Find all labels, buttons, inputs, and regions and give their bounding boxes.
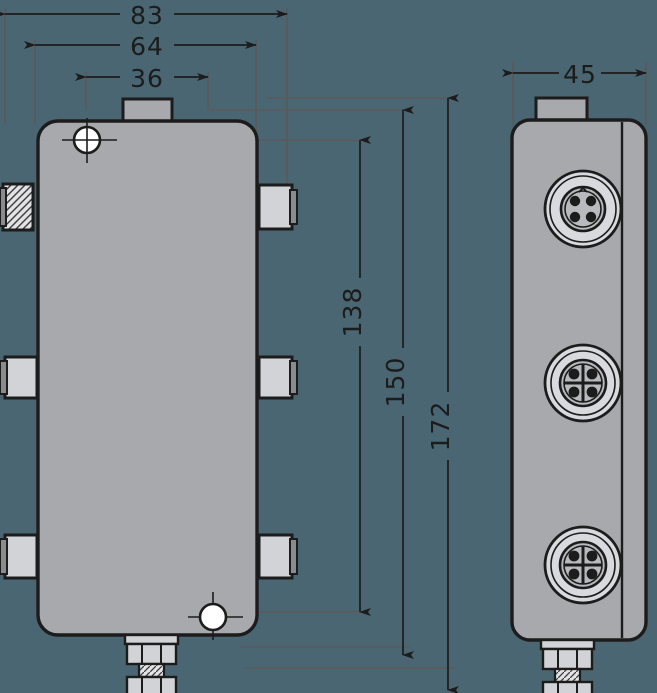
connector-side-bottom xyxy=(543,525,623,605)
front-right-connectors xyxy=(257,183,298,580)
horizontal-dimension-64: 64 xyxy=(24,31,257,61)
dim-label-width-mounting: 64 xyxy=(130,32,164,61)
dim-label-width-boss: 36 xyxy=(130,64,164,93)
horizontal-dimension-45: 45 xyxy=(502,59,647,89)
vertical-dimension-172: 172 xyxy=(426,94,465,693)
front-body xyxy=(36,119,259,637)
vertical-extension-lines xyxy=(210,97,455,669)
connector-left-bottom xyxy=(3,533,39,580)
dim-label-height-mounting: 138 xyxy=(338,287,367,338)
dim-label-width-overall: 83 xyxy=(130,1,164,30)
front-view xyxy=(0,97,298,693)
connector-right-bottom xyxy=(257,533,294,580)
mounting-hole-top-left xyxy=(62,118,117,163)
horizontal-dimension-83: 83 xyxy=(0,1,288,30)
dim-label-height-overall: 172 xyxy=(426,401,455,452)
connector-right-middle xyxy=(257,355,294,400)
cable-gland-left-top xyxy=(1,182,35,232)
side-top-boss xyxy=(534,96,589,124)
vertical-dimension-150: 150 xyxy=(381,106,420,659)
front-bottom-cable-gland xyxy=(123,633,180,693)
dim-label-depth-side: 45 xyxy=(563,60,597,89)
horizontal-dimension-36: 36 xyxy=(75,63,209,93)
front-left-connectors xyxy=(0,182,39,580)
side-bottom-cable-gland xyxy=(539,638,596,693)
connector-right-top xyxy=(257,183,294,231)
dim-label-height-body: 150 xyxy=(381,357,410,408)
connector-left-middle xyxy=(3,355,39,400)
connector-side-middle xyxy=(543,343,623,423)
side-view: 45 xyxy=(502,59,648,693)
connector-side-top xyxy=(543,169,623,249)
mounting-hole-bottom-right xyxy=(188,592,243,640)
vertical-dimension-138: 138 xyxy=(338,136,377,616)
